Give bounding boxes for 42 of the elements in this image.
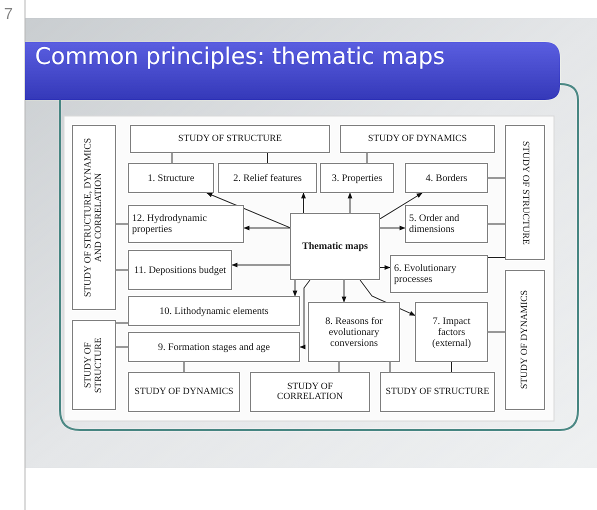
category-box: STUDY OF STRUCTURE bbox=[130, 125, 330, 153]
topic-box: Thematic maps bbox=[290, 213, 380, 280]
topic-box: 3. Properties bbox=[320, 163, 394, 193]
category-box: STUDY OF STRUCTURE bbox=[505, 125, 545, 260]
connector-line bbox=[488, 257, 506, 258]
connector-line bbox=[451, 362, 452, 372]
topic-box: 10. Lithodynamic elements bbox=[128, 296, 300, 326]
connector-line bbox=[366, 152, 368, 164]
category-box: STUDY OF CORRELATION bbox=[250, 372, 370, 412]
arrow bbox=[342, 280, 346, 303]
arrow bbox=[292, 280, 298, 297]
arrow bbox=[380, 226, 406, 230]
topic-box: 9. Formation stages and age bbox=[128, 332, 300, 362]
category-box: STUDY OF DYNAMICS bbox=[505, 270, 545, 410]
category-box: STUDY OF STRUCTURE, DYNAMICS AND CORRELATION bbox=[72, 125, 116, 310]
topic-box: 2. Relief features bbox=[218, 163, 317, 193]
topic-box: 11. Depositions budget bbox=[128, 250, 232, 290]
category-box: STUDY OF DYNAMICS bbox=[128, 372, 240, 412]
arrow bbox=[380, 192, 423, 220]
arrow bbox=[206, 192, 290, 228]
connector-line bbox=[338, 362, 340, 372]
topic-box: 7. Impact factors (external) bbox=[415, 302, 488, 362]
category-box: STUDY OF STRUCTURE bbox=[380, 372, 495, 412]
arrow bbox=[348, 192, 352, 214]
page-number: 7 bbox=[4, 6, 13, 24]
topic-box: 12. Hydrodynamic properties bbox=[128, 205, 244, 243]
arrow bbox=[301, 192, 306, 214]
category-box: STUDY OF DYNAMICS bbox=[340, 125, 495, 153]
arrow bbox=[299, 280, 310, 350]
category-box: STUDY OF STRUCTURE bbox=[72, 320, 116, 410]
topic-box: 4. Borders bbox=[405, 163, 488, 193]
arrow bbox=[380, 265, 391, 270]
connector-line bbox=[116, 346, 128, 348]
connector-line bbox=[267, 152, 268, 164]
topic-box: 8. Reasons for evolutionary conversions bbox=[308, 302, 400, 362]
slide-title: Common principles: thematic maps bbox=[35, 44, 445, 70]
arrow bbox=[243, 226, 290, 230]
arrow bbox=[231, 262, 290, 268]
topic-box: 1. Structure bbox=[128, 163, 214, 193]
connector-line bbox=[116, 322, 128, 324]
topic-box: 6. Evolutionary processes bbox=[390, 255, 488, 293]
topic-box: 5. Order and dimensions bbox=[405, 205, 488, 243]
